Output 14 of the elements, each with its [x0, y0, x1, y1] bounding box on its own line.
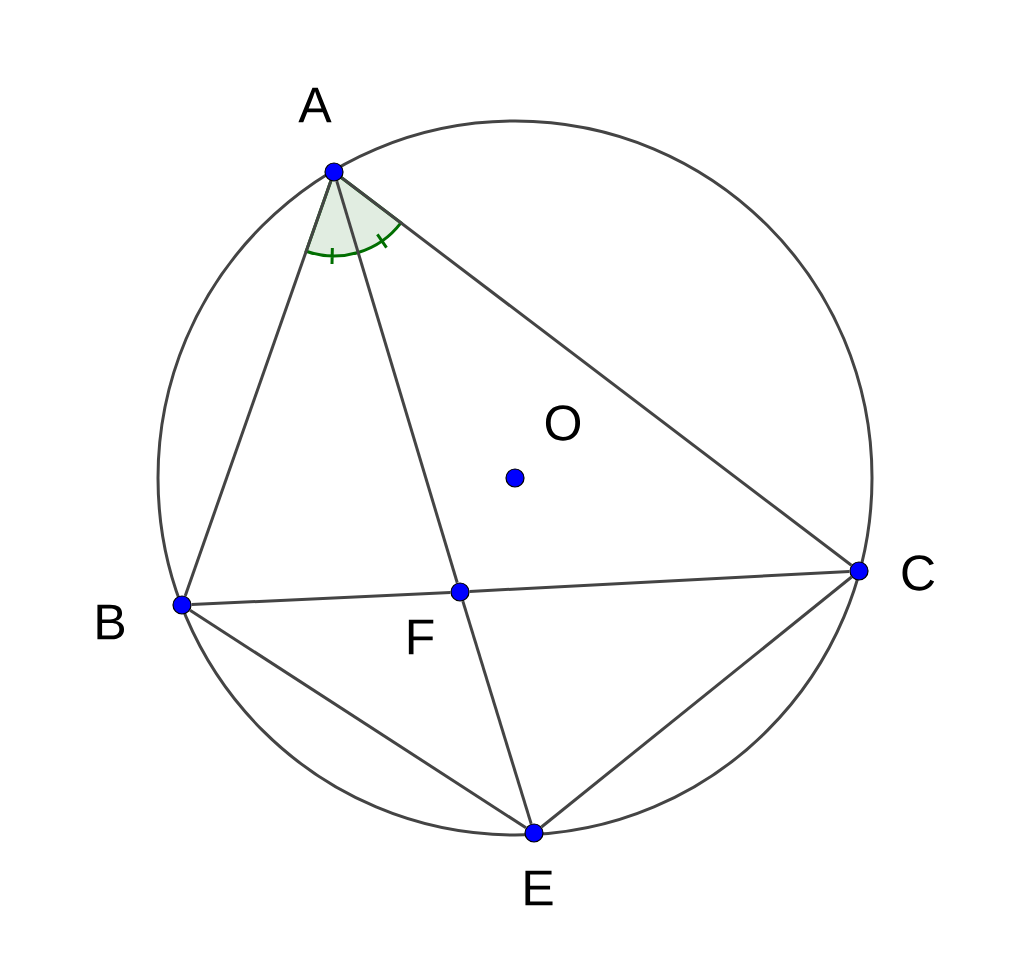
line-segment	[191, 590, 451, 607]
line-segment	[461, 600, 533, 825]
line-segment	[540, 575, 853, 829]
point-label: B	[97, 604, 125, 640]
point-label: O	[545, 405, 581, 441]
line-segment	[335, 180, 459, 584]
point-label: C	[902, 555, 935, 591]
point-label: E	[525, 870, 553, 906]
line-segment	[183, 180, 333, 597]
point-label: A	[298, 87, 332, 123]
line-segment	[469, 570, 850, 593]
point-label: F	[408, 619, 434, 655]
line-segment	[340, 176, 853, 567]
line-segment	[189, 608, 527, 830]
